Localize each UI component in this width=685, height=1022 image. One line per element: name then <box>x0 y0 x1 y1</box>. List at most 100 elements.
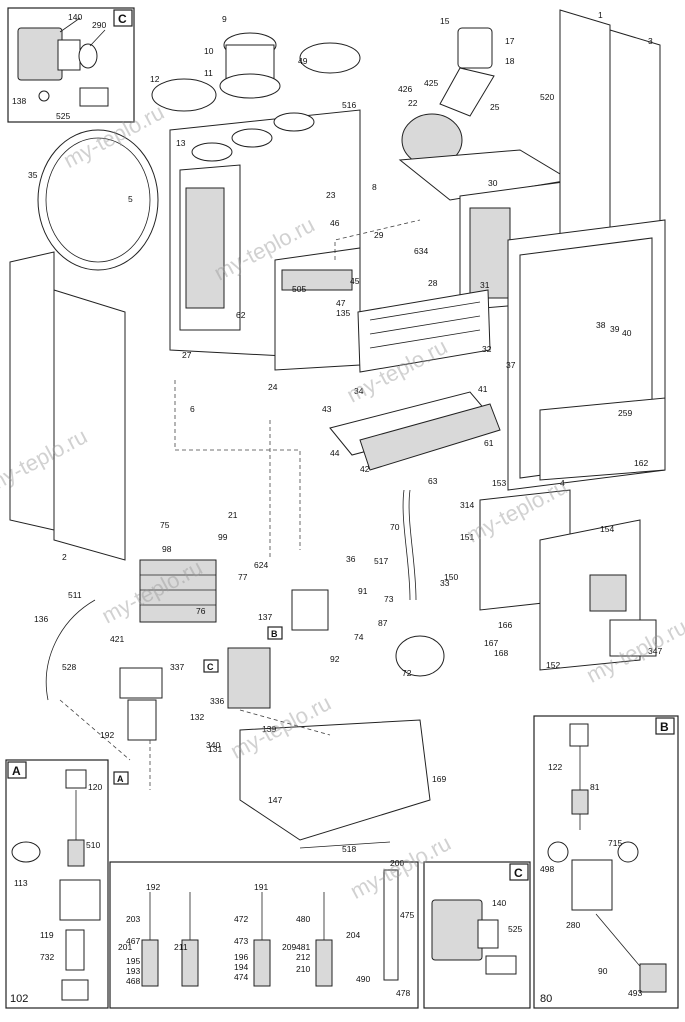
part-label: 11 <box>204 68 213 78</box>
label: 192 <box>146 882 160 892</box>
label: 81 <box>590 782 600 792</box>
part-label: 72 <box>402 668 412 678</box>
label: 90 <box>598 966 608 976</box>
label: 493 <box>628 988 642 998</box>
inset-a-tag: A <box>12 764 21 778</box>
main-assembly <box>9 9 666 849</box>
label: 475 <box>400 910 414 920</box>
label: 467 <box>126 936 140 946</box>
part-label: 528 <box>62 662 76 672</box>
part-label: 151 <box>460 532 474 542</box>
part-label: 139 <box>262 724 276 734</box>
part-label: 27 <box>182 350 192 360</box>
callout-c: C <box>207 662 214 672</box>
part-label: 9 <box>222 14 227 24</box>
label: 194 <box>234 962 248 972</box>
label: 525 <box>508 924 522 934</box>
part-label: 12 <box>150 74 160 84</box>
part-label: 63 <box>428 476 438 486</box>
part-label: 61 <box>484 438 494 448</box>
part-label: 87 <box>378 618 388 628</box>
part-label: 40 <box>622 328 632 338</box>
label: 200 <box>390 858 404 868</box>
part-label: 135 <box>336 308 350 318</box>
label: 204 <box>346 930 360 940</box>
part-label: 73 <box>384 594 394 604</box>
part-label: 62 <box>236 310 246 320</box>
part-label: 39 <box>610 324 620 334</box>
callout-tags: B C A <box>113 626 283 785</box>
inset-a-number: 102 <box>10 993 28 1005</box>
label: 140 <box>492 898 506 908</box>
tube-kits-panel: 192 203 467 195 193 468 191 472 473 196 … <box>109 858 419 1009</box>
label: 490 <box>356 974 370 984</box>
main-part-labels: 1 3 9 10 11 12 13 15 17 18 22 23 24 25 2… <box>28 10 662 854</box>
part-label: 511 <box>68 590 82 600</box>
part-label: 46 <box>330 218 340 228</box>
label: 138 <box>12 96 26 106</box>
part-label: 31 <box>480 280 490 290</box>
label: 191 <box>254 882 268 892</box>
label: 196 <box>234 952 248 962</box>
label: 472 <box>234 914 248 924</box>
part-label: 70 <box>390 522 400 532</box>
part-label: 33 <box>440 578 450 588</box>
part-label: 29 <box>374 230 384 240</box>
label: 510 <box>86 840 100 850</box>
label: 203 <box>126 914 140 924</box>
inset-a: A 120 510 113 119 732 102 <box>5 759 109 1009</box>
part-label: 34 <box>354 386 364 396</box>
label: 473 <box>234 936 248 946</box>
callout-b: B <box>271 629 278 639</box>
part-label: 505 <box>292 284 306 294</box>
part-label: 1 <box>598 10 603 20</box>
part-label: 426 <box>398 84 412 94</box>
part-label: 147 <box>268 795 282 805</box>
part-label: 131 <box>208 744 222 754</box>
label: 193 <box>126 966 140 976</box>
expansion-vessel <box>37 129 159 271</box>
part-label: 43 <box>322 404 332 414</box>
part-label: 32 <box>482 344 492 354</box>
part-label: 153 <box>492 478 506 488</box>
part-label: 137 <box>258 612 272 622</box>
part-label: 347 <box>648 646 662 656</box>
part-label: 98 <box>162 544 172 554</box>
inset-b: B 122 81 715 498 280 90 493 80 <box>533 715 679 1009</box>
part-label: 166 <box>498 620 512 630</box>
part-label: 23 <box>326 190 336 200</box>
label: 480 <box>296 914 310 924</box>
inset-c-bottom-tag: C <box>514 866 523 880</box>
part-label: 92 <box>330 654 340 664</box>
part-label: 152 <box>546 660 560 670</box>
part-label: 4 <box>560 478 565 488</box>
part-label: 340 <box>206 740 220 750</box>
part-label: 35 <box>28 170 38 180</box>
part-label: 336 <box>210 696 224 706</box>
label: 290 <box>92 20 106 30</box>
part-label: 76 <box>196 606 206 616</box>
inset-c-top-tag: C <box>118 12 127 26</box>
part-label: 136 <box>34 614 48 624</box>
part-label: 421 <box>110 634 124 644</box>
part-label: 5 <box>128 194 133 204</box>
inset-c-bottom: C 140 525 <box>423 861 531 1009</box>
part-label: 28 <box>428 278 438 288</box>
part-label: 75 <box>160 520 170 530</box>
part-label: 42 <box>360 464 370 474</box>
part-label: 337 <box>170 662 184 672</box>
inset-b-tag: B <box>660 720 669 734</box>
label: 201 <box>118 942 132 952</box>
label: 280 <box>566 920 580 930</box>
label: 478 <box>396 988 410 998</box>
label: 119 <box>40 930 54 940</box>
part-label: 15 <box>440 16 450 26</box>
part-label: 6 <box>190 404 195 414</box>
inset-b-number: 80 <box>540 993 552 1005</box>
label: 113 <box>14 878 28 888</box>
part-label: 24 <box>268 382 278 392</box>
part-label: 425 <box>424 78 438 88</box>
part-label: 49 <box>298 56 308 66</box>
label: 732 <box>40 952 54 962</box>
